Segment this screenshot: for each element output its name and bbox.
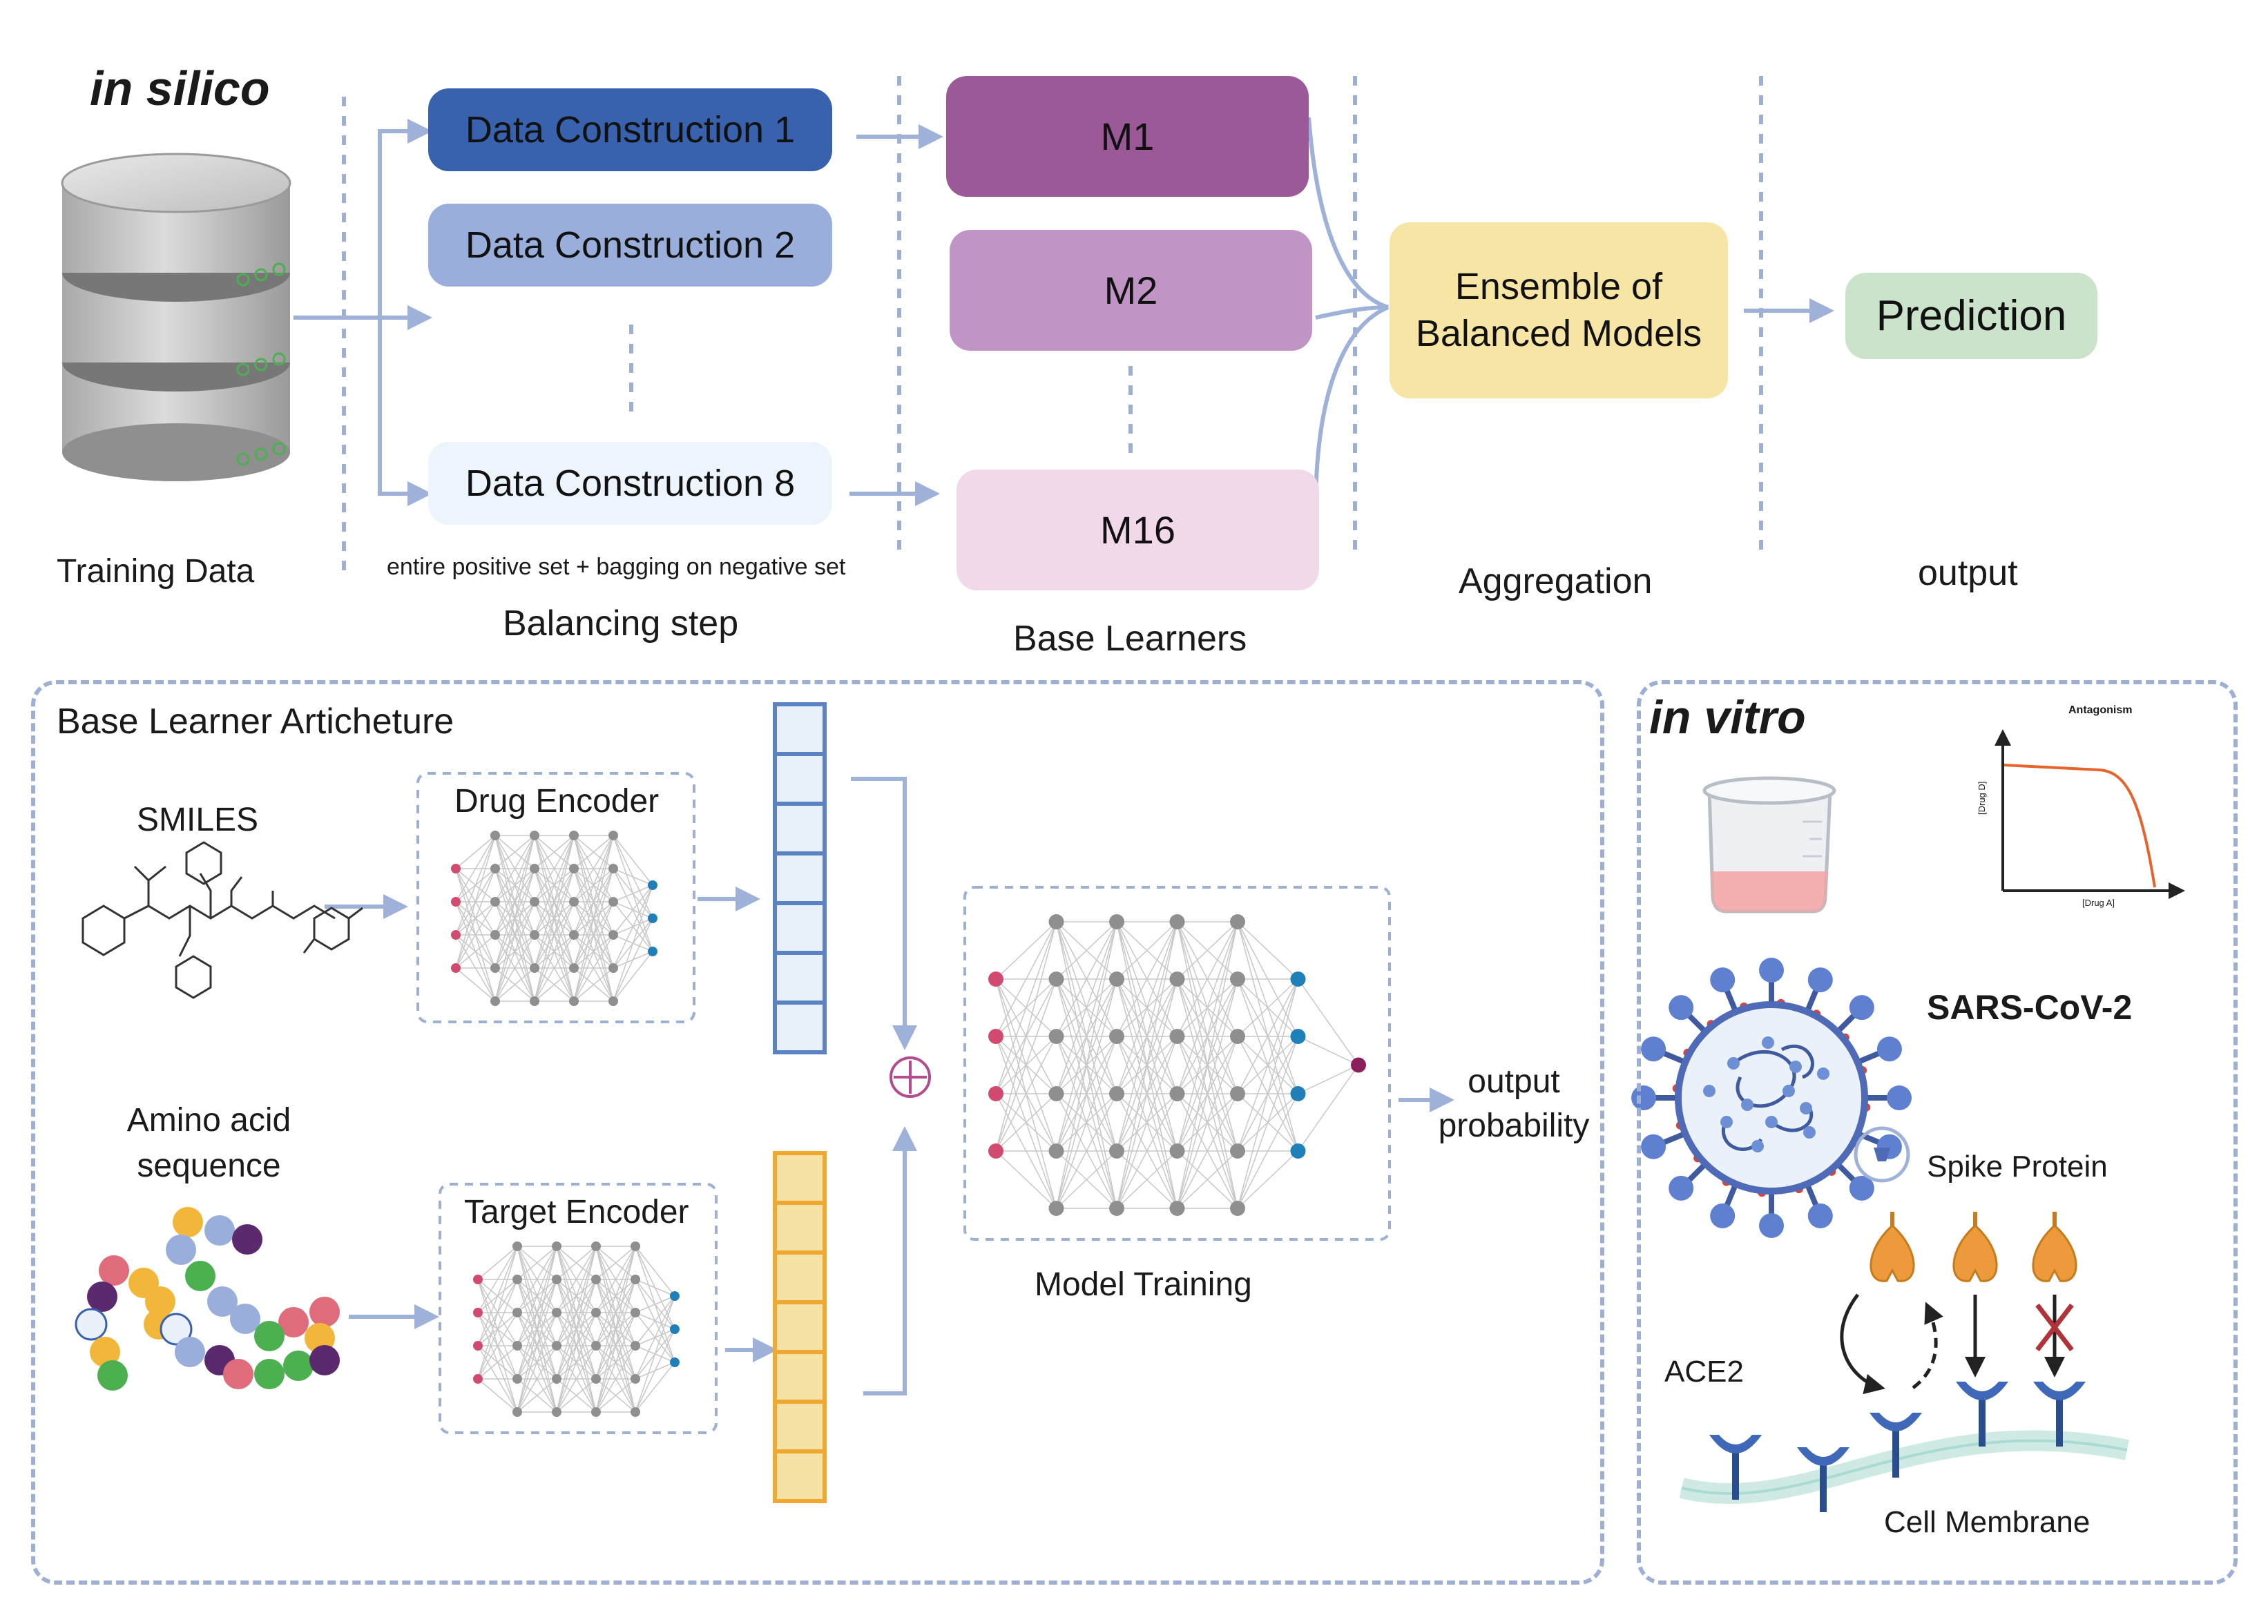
architecture-title: Base Learner Articheture [57,702,454,742]
data-construction-2: Data Construction 2 [428,204,832,287]
in-vitro-panel [1637,680,2238,1585]
beaker-icon [1702,776,1836,914]
model-training-label: Model Training [1035,1266,1252,1303]
training-data-label: Training Data [57,553,255,590]
data-construction-8: Data Construction 8 [428,442,832,525]
section-dividers [342,76,1763,573]
chart-ylabel: [Drug D] [1977,781,1987,815]
balancing-note: entire positive set + bagging on negativ… [387,554,846,580]
spike-protein-label: Spike Protein [1927,1150,2108,1183]
ace2-label: ACE2 [1664,1355,1744,1389]
ensemble-box: Ensemble of Balanced Models [1390,222,1728,398]
chart-title: Antagonism [2068,704,2133,716]
target-feature-vector [773,1151,827,1503]
balancing-step-label: Balancing step [503,603,739,644]
concat-circle [890,1056,931,1098]
architecture-panel [31,680,1604,1585]
aggregation-label: Aggregation [1459,561,1653,601]
data-construction-1: Data Construction 1 [428,88,832,171]
model-m1: M1 [946,76,1309,197]
virus-icon [1631,958,1912,1238]
encoder-frames [416,772,1391,1434]
binding-arrows [1840,1293,2065,1395]
drug-encoder-network [451,831,657,1006]
drug-feature-vector [773,702,827,1054]
flow-arrows [294,117,1834,512]
spike-proteins [1870,1212,2077,1282]
base-learners-label: Base Learners [1013,619,1247,659]
in-vitro-heading: in vitro [1649,691,1806,744]
amino-acid-label: Amino acid sequence [126,1102,291,1184]
architecture-arrows [325,777,1454,1395]
drug-encoder-label: Drug Encoder [454,783,660,820]
output-probability-label: output probability [1438,1063,1590,1144]
in-silico-heading: in silico [90,61,270,115]
training-network [988,914,1366,1216]
prediction-box: Prediction [1845,273,2097,359]
ace2-receptors [1709,1382,2086,1512]
model-m16: M16 [957,470,1319,590]
target-encoder-label: Target Encoder [464,1194,689,1230]
model-m2: M2 [950,230,1312,351]
cell-membrane-label: Cell Membrane [1884,1505,2091,1539]
output-label: output [1918,553,2018,593]
smiles-label: SMILES [137,802,259,838]
molecule-icon [81,841,363,999]
ensemble-label: Ensemble of Balanced Models [1415,266,1702,354]
blocked-x-icon [2035,1303,2074,1352]
virus-label: SARS-CoV-2 [1927,988,2133,1027]
database-icon [61,153,291,481]
amino-acid-beads [75,1207,340,1391]
target-encoder-network [473,1241,680,1417]
antagonism-chart [1995,729,2185,899]
chart-xlabel: [Drug A] [2082,898,2115,908]
